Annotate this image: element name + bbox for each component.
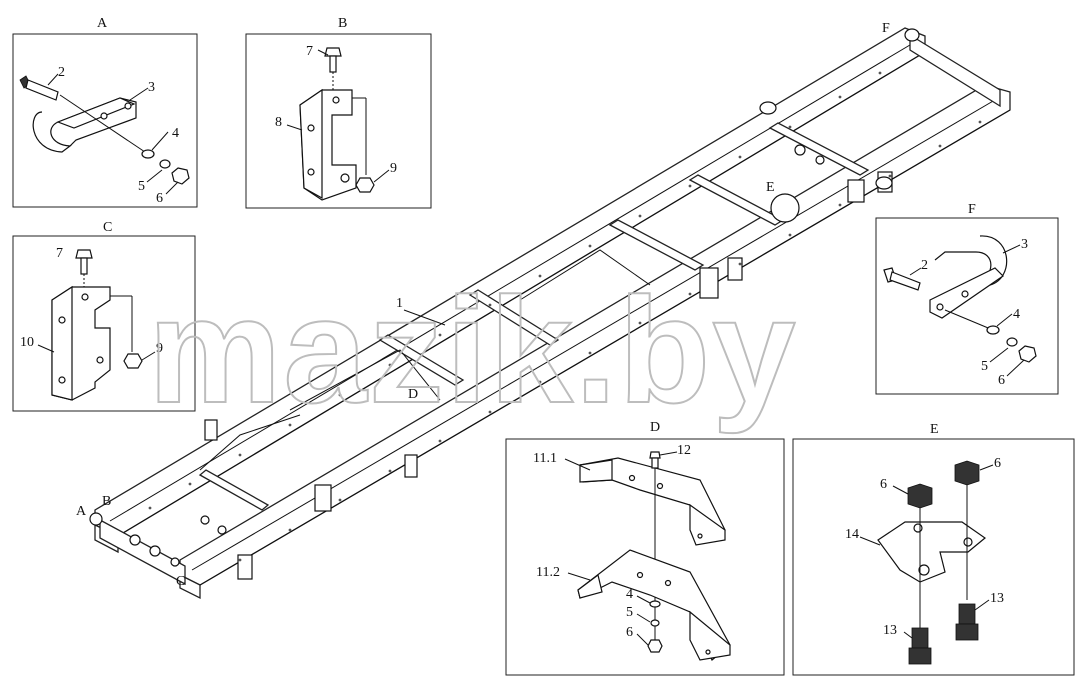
callout-e-13b: 13 xyxy=(883,623,897,638)
callout-c-7: 7 xyxy=(56,246,63,261)
callout-b-7: 7 xyxy=(306,44,313,59)
lower-cross-bracket-icon xyxy=(577,549,731,661)
panel-d-title: D xyxy=(650,420,660,435)
marker-one: 1 xyxy=(396,296,403,311)
bracket-icon xyxy=(51,285,111,401)
nut-icon xyxy=(123,353,143,369)
callout-b-8: 8 xyxy=(275,115,282,130)
callout-b-9: 9 xyxy=(390,161,397,176)
washer-icon xyxy=(141,149,155,159)
callout-a-2: 2 xyxy=(58,65,65,80)
callout-d-11-1: 11.1 xyxy=(533,451,557,466)
washer-icon xyxy=(986,325,1000,335)
callout-f-3: 3 xyxy=(1021,237,1028,252)
bolt-icon xyxy=(955,603,979,641)
bolt-icon xyxy=(908,627,932,665)
callout-d-4: 4 xyxy=(626,587,633,602)
callout-d-6: 6 xyxy=(626,625,633,640)
bracket-icon xyxy=(299,88,357,201)
callout-a-5: 5 xyxy=(138,179,145,194)
nut-icon xyxy=(954,460,980,486)
nut-icon xyxy=(907,483,933,509)
marker-c: C xyxy=(176,574,185,589)
marker-e: E xyxy=(766,180,775,195)
panel-e: E 6 6 14 13 13 xyxy=(792,422,1075,676)
panel-f: F 2 3 4 5 6 xyxy=(875,202,1059,395)
callout-e-6a: 6 xyxy=(880,477,887,492)
callout-e-14: 14 xyxy=(845,527,859,542)
callout-f-2: 2 xyxy=(921,258,928,273)
callout-f-4: 4 xyxy=(1013,307,1020,322)
callout-d-5: 5 xyxy=(626,605,633,620)
chassis-frame: A B C D E F 1 xyxy=(76,21,1011,600)
callout-c-10: 10 xyxy=(20,335,34,350)
bolt-icon xyxy=(649,451,661,469)
panel-b-title: B xyxy=(338,16,347,31)
tow-hook-icon xyxy=(929,235,1008,319)
marker-d: D xyxy=(408,387,418,402)
nut-icon xyxy=(171,167,190,185)
tow-hook-icon xyxy=(32,97,137,153)
marker-f: F xyxy=(882,21,890,36)
watermark-text: mazik.by xyxy=(148,266,798,434)
callout-c-9: 9 xyxy=(156,341,163,356)
marker-b: B xyxy=(102,494,111,509)
callout-a-3: 3 xyxy=(148,80,155,95)
callout-d-12: 12 xyxy=(677,443,691,458)
callout-a-4: 4 xyxy=(172,126,179,141)
callout-f-5: 5 xyxy=(981,359,988,374)
callout-d-11-2: 11.2 xyxy=(536,565,560,580)
nut-icon xyxy=(647,639,663,653)
callout-e-6b: 6 xyxy=(994,456,1001,471)
plate-icon xyxy=(877,521,986,583)
callout-f-6: 6 xyxy=(998,373,1005,388)
panel-d: D 11.1 12 11.2 xyxy=(505,420,785,676)
spring-washer-icon xyxy=(159,159,171,169)
nut-icon xyxy=(1018,345,1037,363)
upper-cross-bracket-icon xyxy=(579,457,726,546)
spring-washer-icon xyxy=(650,619,660,627)
nut-icon xyxy=(355,177,375,193)
bolt-icon xyxy=(883,267,921,291)
panel-a: A 2 3 4 5 6 xyxy=(12,16,198,208)
panel-f-title: F xyxy=(968,202,976,217)
panel-b: B 7 8 9 xyxy=(245,16,432,209)
bolt-icon xyxy=(19,75,59,101)
callout-e-13a: 13 xyxy=(990,591,1004,606)
washer-icon xyxy=(649,600,661,608)
spring-washer-icon xyxy=(1006,337,1018,347)
panel-e-title: E xyxy=(930,422,939,437)
marker-a: A xyxy=(76,504,87,519)
callout-a-6: 6 xyxy=(156,191,163,206)
panel-c: C 7 10 9 xyxy=(12,220,196,412)
panel-c-title: C xyxy=(103,220,112,235)
panel-a-title: A xyxy=(97,16,108,31)
